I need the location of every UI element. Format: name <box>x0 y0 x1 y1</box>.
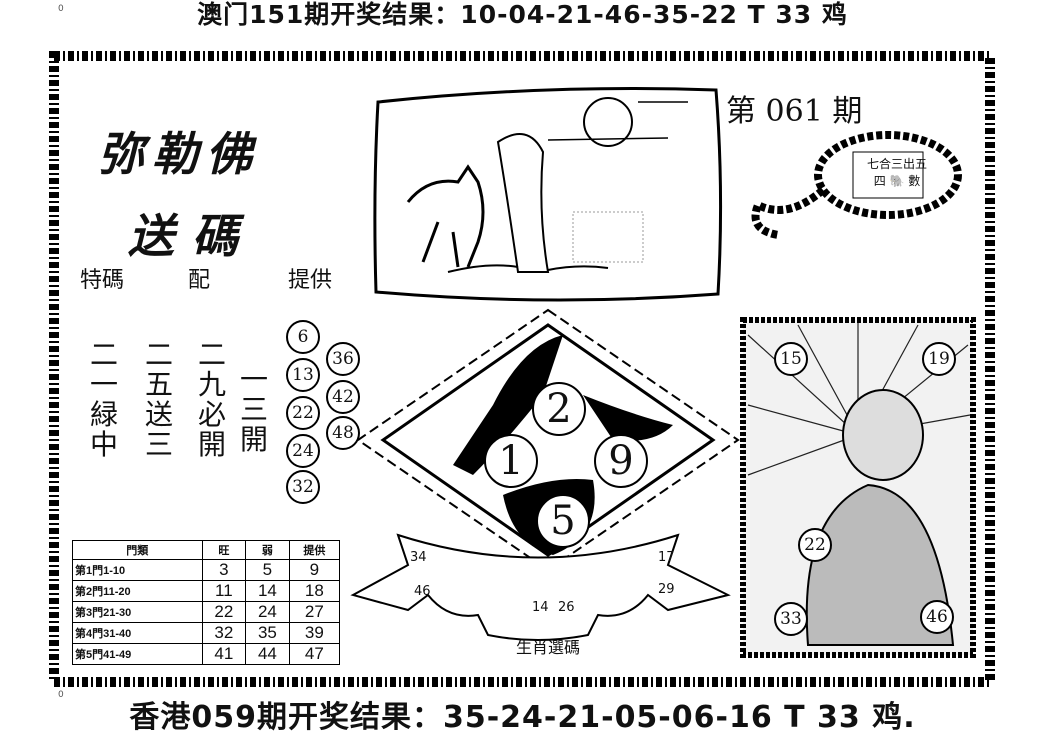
diamond-number: 5 <box>536 494 590 548</box>
column-char: 緑 <box>89 398 118 431</box>
column-2: 二 五 送 三 <box>143 340 175 460</box>
corner-mark: 0 <box>58 690 64 700</box>
diamond-number: 1 <box>484 434 538 488</box>
prayer-char: 出 <box>903 157 916 171</box>
table-cell: 第1門1-10 <box>72 559 203 581</box>
hongkong-result-footer: 香港059期开奖结果：35-24-21-05-06-16 T 33 鸡. <box>129 700 916 735</box>
number-table: 門類 旺 弱 提供 第1門1-10 3 5 9 第2門11-20 11 14 1… <box>72 540 341 665</box>
buddha-number: 22 <box>798 528 832 562</box>
table-cell: 14 <box>245 580 290 602</box>
table-cell: 11 <box>201 580 247 602</box>
prayer-char: 三 <box>890 157 903 171</box>
table-row: 第3門21-30 22 24 27 <box>72 601 341 623</box>
table-row: 第5門41-49 41 44 47 <box>72 643 341 665</box>
table-cell: 35 <box>245 622 290 644</box>
zodiac-banner <box>350 533 731 641</box>
column-char: 送 <box>144 398 173 431</box>
prayer-char: 合 <box>878 157 891 171</box>
column-4: 一 三 開 <box>238 365 270 455</box>
column-char: 必 <box>197 398 226 431</box>
banner-number: 14 <box>532 600 549 615</box>
table-cell: 18 <box>288 580 341 602</box>
table-cell: 第3門21-30 <box>72 601 203 623</box>
column-char: 中 <box>89 428 118 461</box>
prayer-char: 數 <box>908 174 921 188</box>
circled-number: 22 <box>286 396 320 430</box>
column-char: 三 <box>144 428 173 461</box>
circled-number: 24 <box>286 434 320 468</box>
banner-label: 生肖選碼 <box>516 638 581 657</box>
buddha-illustration <box>740 317 976 658</box>
label-tigong: 提供 <box>288 268 333 293</box>
corner-mark: 0 <box>58 4 64 14</box>
column-char: 二 <box>144 338 173 371</box>
poster: 弥勒佛 送碼 特碼 配 提供 二 一 緑 中 二 五 送 三 二 九 必 開 一… <box>48 50 998 690</box>
diamond-number: 2 <box>532 382 586 436</box>
buddha-number: 33 <box>774 602 808 636</box>
title-line2: 送碼 <box>128 209 256 263</box>
table-row: 第2門11-20 11 14 18 <box>72 580 341 602</box>
banner-number: 29 <box>658 582 675 597</box>
table-cell: 41 <box>201 643 247 665</box>
table-header-row: 門類 旺 弱 提供 <box>72 540 341 560</box>
label-pei: 配 <box>188 268 211 293</box>
table-cell: 9 <box>288 559 341 581</box>
table-cell: 3 <box>201 559 247 581</box>
table-header: 門類 <box>72 540 203 560</box>
prayer-text: 七合三出五 四 🐘 數 <box>866 157 928 188</box>
table-row: 第4門31-40 32 35 39 <box>72 622 341 644</box>
poster-border <box>49 51 995 687</box>
column-1: 二 一 緑 中 <box>88 340 120 460</box>
table-cell: 24 <box>245 601 290 623</box>
column-char: 五 <box>144 368 173 401</box>
table-row: 第1門1-10 3 5 9 <box>72 559 341 581</box>
table-cell: 47 <box>288 643 341 665</box>
diamond-number: 9 <box>594 434 648 488</box>
table-cell: 第5門41-49 <box>72 643 203 665</box>
buddha-number: 15 <box>774 342 808 376</box>
table-cell: 32 <box>201 622 247 644</box>
banner-number: 46 <box>414 584 431 599</box>
table-cell: 第4門31-40 <box>72 622 203 644</box>
prayer-char: 七 <box>866 157 879 171</box>
table-cell: 44 <box>245 643 290 665</box>
macau-result-header: 澳门151期开奖结果：10-04-21-46-35-22 T 33 鸡 <box>197 0 848 29</box>
table-cell: 5 <box>245 559 290 581</box>
table-cell: 27 <box>288 601 341 623</box>
column-char: 二 <box>197 338 226 371</box>
table-cell: 22 <box>201 601 247 623</box>
circled-number: 36 <box>326 342 360 376</box>
banner-number: 26 <box>558 600 575 615</box>
prayer-char: 四 <box>873 174 886 188</box>
circled-number: 32 <box>286 470 320 504</box>
table-header: 弱 <box>245 540 290 560</box>
title-line1: 弥勒佛 <box>98 127 260 181</box>
column-char: 一 <box>89 368 118 401</box>
table-header: 旺 <box>201 540 247 560</box>
column-char: 一 <box>239 363 268 396</box>
prayer-char: 五 <box>915 157 928 171</box>
label-tema: 特碼 <box>80 268 125 293</box>
column-char: 二 <box>89 338 118 371</box>
buddha-number: 46 <box>920 600 954 634</box>
horse-tree-sketch <box>373 87 723 302</box>
circled-number: 48 <box>326 416 360 450</box>
table-cell: 第2門11-20 <box>72 580 203 602</box>
column-3: 二 九 必 開 <box>196 340 228 460</box>
circled-number: 42 <box>326 380 360 414</box>
circled-number: 13 <box>286 358 320 392</box>
buddha-number: 19 <box>922 342 956 376</box>
column-char: 三 <box>239 393 268 426</box>
column-char: 開 <box>197 428 226 461</box>
column-char: 開 <box>239 423 268 456</box>
table-cell: 39 <box>288 622 341 644</box>
banner-number: 17 <box>658 550 675 565</box>
banner-number: 34 <box>410 550 427 565</box>
column-char: 九 <box>197 368 226 401</box>
issue-label: 第 061 期 <box>726 94 863 129</box>
table-header: 提供 <box>288 540 341 560</box>
prayer-beads <box>751 131 962 239</box>
circled-number: 6 <box>286 320 320 354</box>
